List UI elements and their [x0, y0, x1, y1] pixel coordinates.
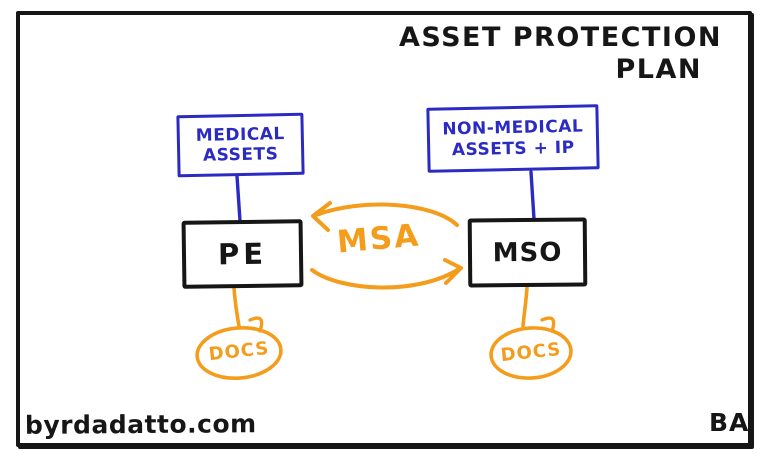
panel-frame	[16, 11, 752, 447]
page-title-line2: PLAN	[615, 53, 702, 85]
non-medical-assets-label-line2: ASSETS + IP	[451, 137, 575, 160]
non-medical-assets-box: NON-MEDICAL ASSETS + IP	[426, 104, 600, 173]
pe-box: PE	[181, 219, 304, 289]
artist-signature: BA	[709, 408, 750, 437]
website-text: byrdadatto.com	[24, 409, 257, 440]
mso-box: MSO	[467, 217, 588, 288]
page-title: ASSET PROTECTION PLAN	[399, 23, 722, 84]
mso-box-label: MSO	[492, 237, 563, 268]
page-title-line1: ASSET PROTECTION	[398, 22, 722, 53]
medical-assets-box: MEDICAL ASSETS	[176, 112, 305, 178]
medical-assets-label-line2: ASSETS	[202, 144, 279, 166]
medical-assets-label-line1: MEDICAL	[195, 123, 285, 146]
pe-box-label: PE	[217, 236, 268, 272]
msa-label: MSA	[335, 217, 422, 261]
